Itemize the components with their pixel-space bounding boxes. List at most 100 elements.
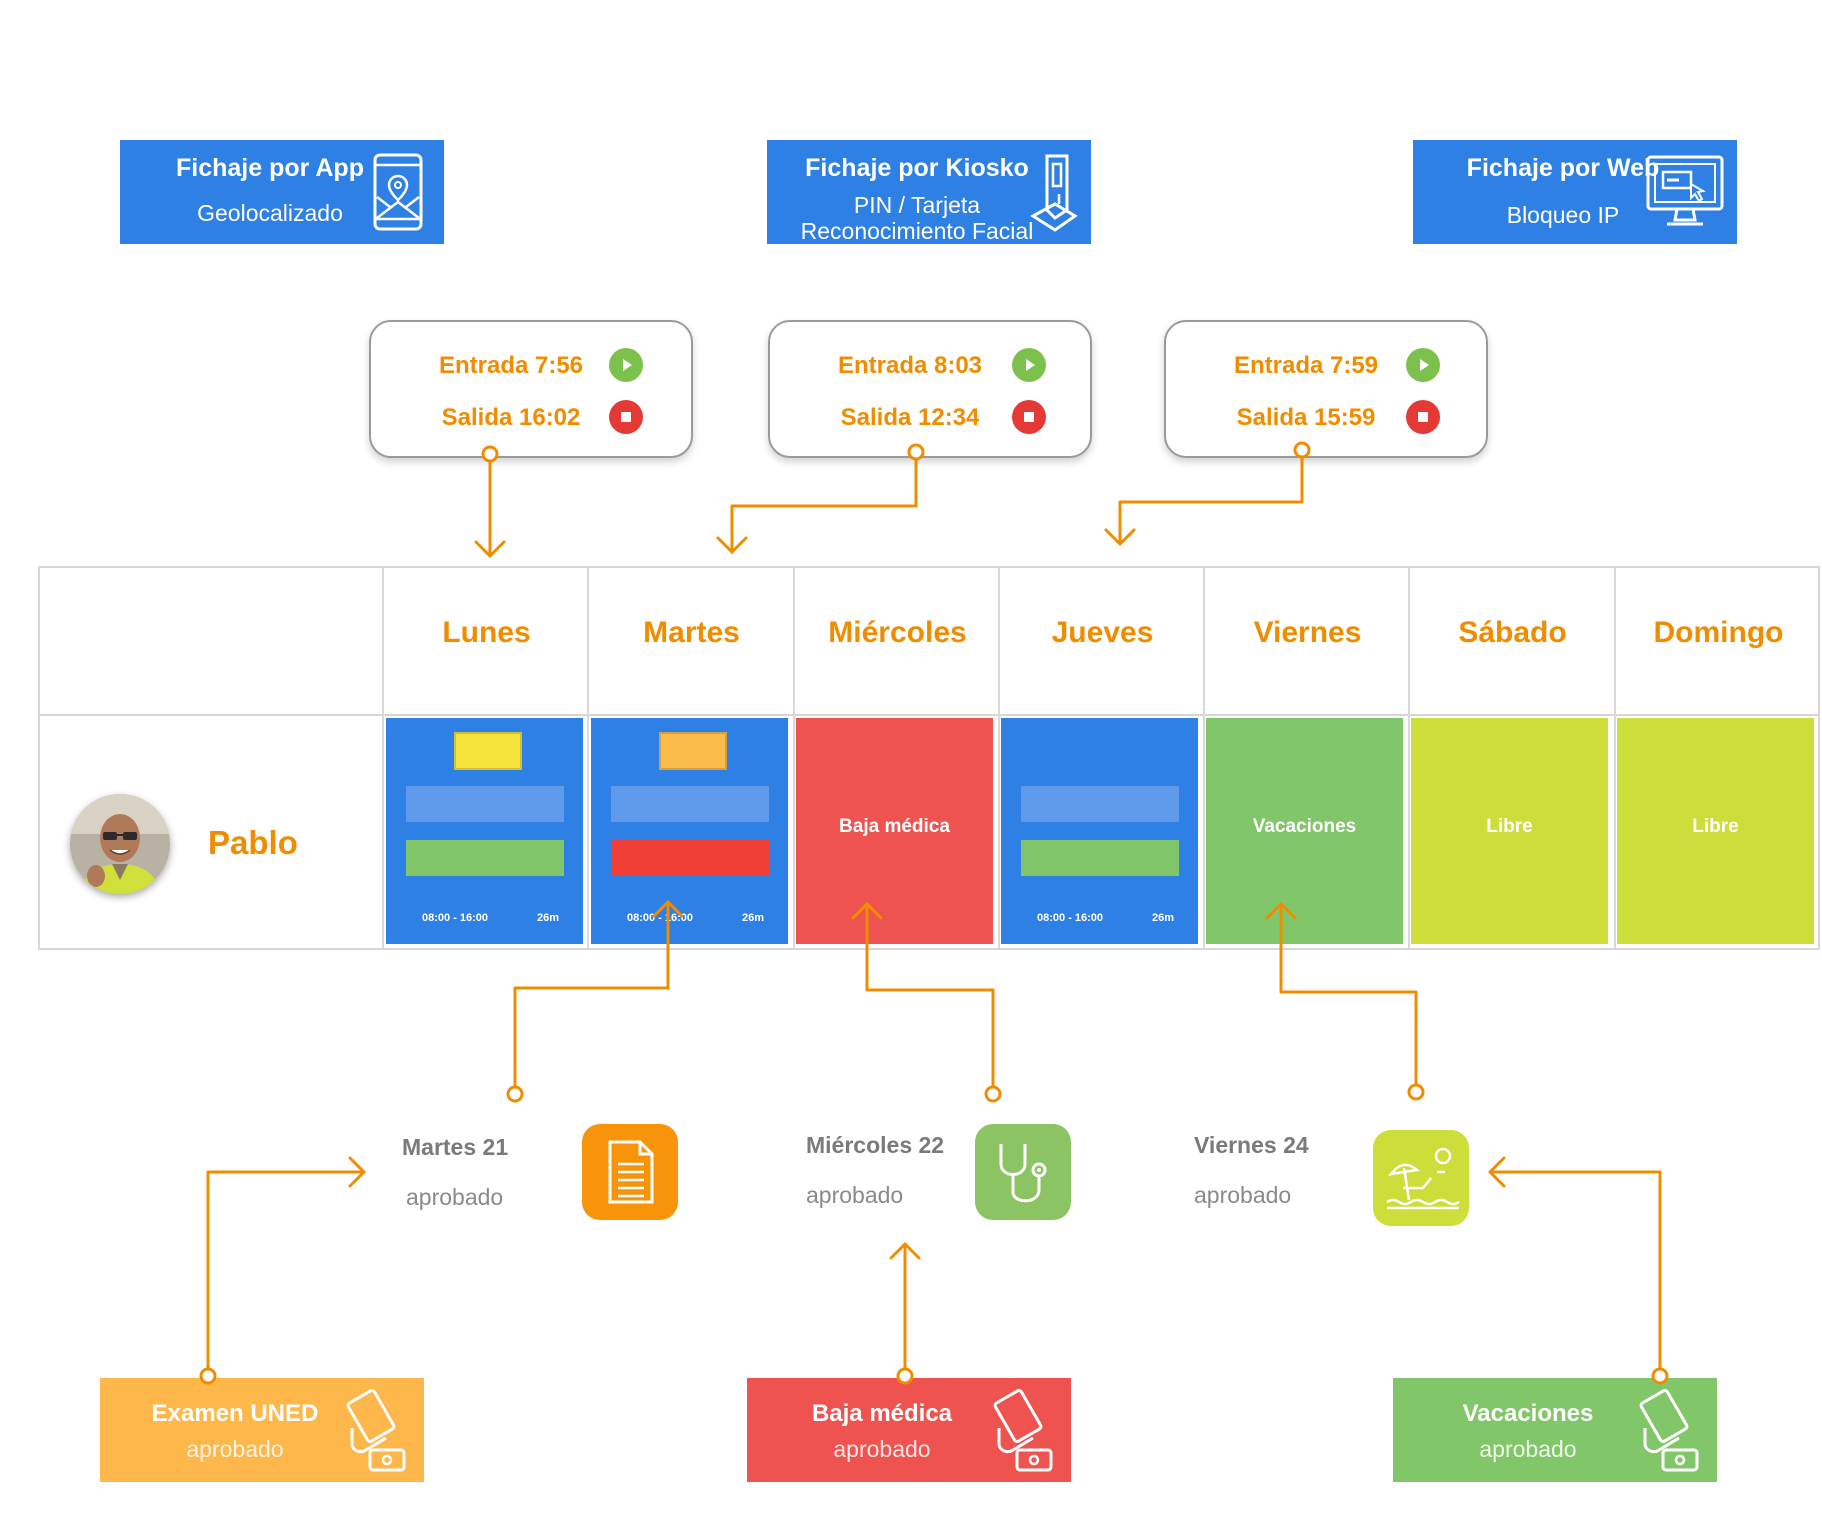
method-title: Fichaje por Web (1466, 154, 1660, 182)
shift-cell-monday[interactable]: 08:00 - 16:00 26m (386, 718, 583, 944)
exit-time: Salida 16:02 (441, 404, 581, 431)
connector-dot (506, 1085, 524, 1103)
col-divider (1614, 568, 1616, 948)
phone-location-icon (373, 153, 423, 231)
stop-icon (1012, 400, 1046, 434)
shift-duration: 26m (1151, 912, 1174, 924)
request-date: Viernes 24 (1194, 1132, 1309, 1158)
day-header-thursday: Jueves (1051, 616, 1154, 649)
col-divider (1203, 568, 1205, 948)
col-divider (1408, 568, 1410, 948)
connector-dot (1407, 1083, 1425, 1101)
arrowhead-down (716, 536, 748, 554)
col-divider (998, 568, 1000, 948)
absence-status: aprobado (833, 1436, 931, 1462)
absence-vacation: Vacaciones aprobado (1393, 1378, 1717, 1482)
status-chip (454, 732, 522, 770)
request-date: Martes 21 (402, 1134, 509, 1160)
kiosk-icon (1030, 154, 1078, 232)
day-header-tuesday: Martes (643, 616, 740, 649)
request-date: Miércoles 22 (806, 1132, 945, 1158)
play-icon (1406, 348, 1440, 382)
shift-cell-saturday[interactable]: Libre (1411, 718, 1608, 944)
attendance-bar (611, 840, 769, 876)
attendance-bar (406, 840, 564, 876)
method-title: Fichaje por Kiosko (805, 154, 1029, 182)
col-divider (382, 568, 384, 948)
shift-duration: 26m (536, 912, 559, 924)
connector-exam (206, 1170, 366, 1376)
hand-card-icon (346, 1389, 406, 1472)
play-icon (1012, 348, 1046, 382)
shift-cell-sunday[interactable]: Libre (1617, 718, 1814, 944)
shift-bar (1021, 786, 1179, 822)
shift-cell-wednesday[interactable]: Baja médica (796, 718, 993, 944)
method-subtitle: PIN / Tarjeta (853, 192, 981, 218)
absence-label: Baja médica (839, 816, 950, 837)
connector-vacation (1488, 1170, 1662, 1376)
punch-card-monday: Entrada 7:56 Salida 16:02 (369, 320, 693, 458)
schedule-table: Lunes Martes Miércoles Jueves Viernes Sá… (38, 566, 1820, 950)
day-header-sunday: Domingo (1653, 616, 1784, 649)
connector-thursday (1118, 454, 1304, 546)
free-label: Libre (1692, 816, 1739, 837)
punch-card-tuesday: Entrada 8:03 Salida 12:34 (768, 320, 1092, 458)
punch-card-thursday: Entrada 7:59 Salida 15:59 (1164, 320, 1488, 458)
document-icon (582, 1124, 678, 1220)
col-divider (793, 568, 795, 948)
shift-hours: 08:00 - 16:00 (422, 912, 489, 924)
desktop-icon (1646, 155, 1724, 226)
day-header-saturday: Sábado (1458, 616, 1567, 649)
request-status: aprobado (406, 1184, 504, 1210)
method-title: Fichaje por App (176, 154, 364, 182)
connector-dot (984, 1085, 1002, 1103)
entry-time: Entrada 8:03 (837, 352, 983, 379)
entry-time: Entrada 7:56 (438, 352, 584, 379)
shift-duration: 26m (741, 912, 764, 924)
shift-cell-friday[interactable]: Vacaciones (1206, 718, 1403, 944)
request-status: aprobado (806, 1182, 904, 1208)
arrowhead-up (889, 1242, 921, 1260)
col-divider (587, 568, 589, 948)
absence-label: Vacaciones (1252, 816, 1357, 837)
day-header-monday: Lunes (442, 616, 531, 649)
play-icon (609, 348, 643, 382)
status-chip (659, 732, 727, 770)
free-label: Libre (1486, 816, 1533, 837)
day-header-wednesday: Miércoles (828, 616, 967, 649)
hand-card-icon (1639, 1389, 1699, 1472)
arrowhead-down (1104, 528, 1136, 546)
method-subtitle: Geolocalizado (197, 200, 343, 226)
exit-time: Salida 12:34 (840, 404, 980, 431)
shift-hours: 08:00 - 16:00 (1037, 912, 1104, 924)
connector-tuesday (730, 454, 918, 554)
absence-title: Vacaciones (1462, 1400, 1594, 1427)
stop-icon (609, 400, 643, 434)
employee-name: Pablo (208, 824, 298, 861)
absence-title: Baja médica (811, 1400, 953, 1427)
entry-time: Entrada 7:59 (1233, 352, 1379, 379)
attendance-bar (1021, 840, 1179, 876)
method-web: Fichaje por Web Bloqueo IP (1413, 140, 1737, 244)
stethoscope-icon (975, 1124, 1071, 1220)
exit-time: Salida 15:59 (1236, 404, 1376, 431)
arrowhead-right (348, 1156, 366, 1188)
day-header-friday: Viernes (1253, 616, 1362, 649)
beach-icon (1373, 1130, 1469, 1226)
shift-bar (406, 786, 564, 822)
method-subtitle-2: Reconocimiento Facial (800, 218, 1034, 244)
arrowhead-left (1488, 1156, 1506, 1188)
request-status: aprobado (1194, 1182, 1292, 1208)
shift-bar (611, 786, 769, 822)
shift-cell-tuesday[interactable]: 08:00 - 16:00 26m (591, 718, 788, 944)
arrowhead-down (474, 540, 506, 558)
shift-hours: 08:00 - 16:00 (627, 912, 694, 924)
absence-title: Examen UNED (151, 1400, 319, 1427)
hand-card-icon (993, 1389, 1053, 1472)
method-kiosk: Fichaje por Kiosko PIN / Tarjeta Reconoc… (767, 140, 1091, 244)
method-app: Fichaje por App Geolocalizado (120, 140, 444, 244)
stop-icon (1406, 400, 1440, 434)
shift-cell-thursday[interactable]: 08:00 - 16:00 26m (1001, 718, 1198, 944)
row-divider (40, 714, 1818, 716)
absence-status: aprobado (1479, 1436, 1577, 1462)
